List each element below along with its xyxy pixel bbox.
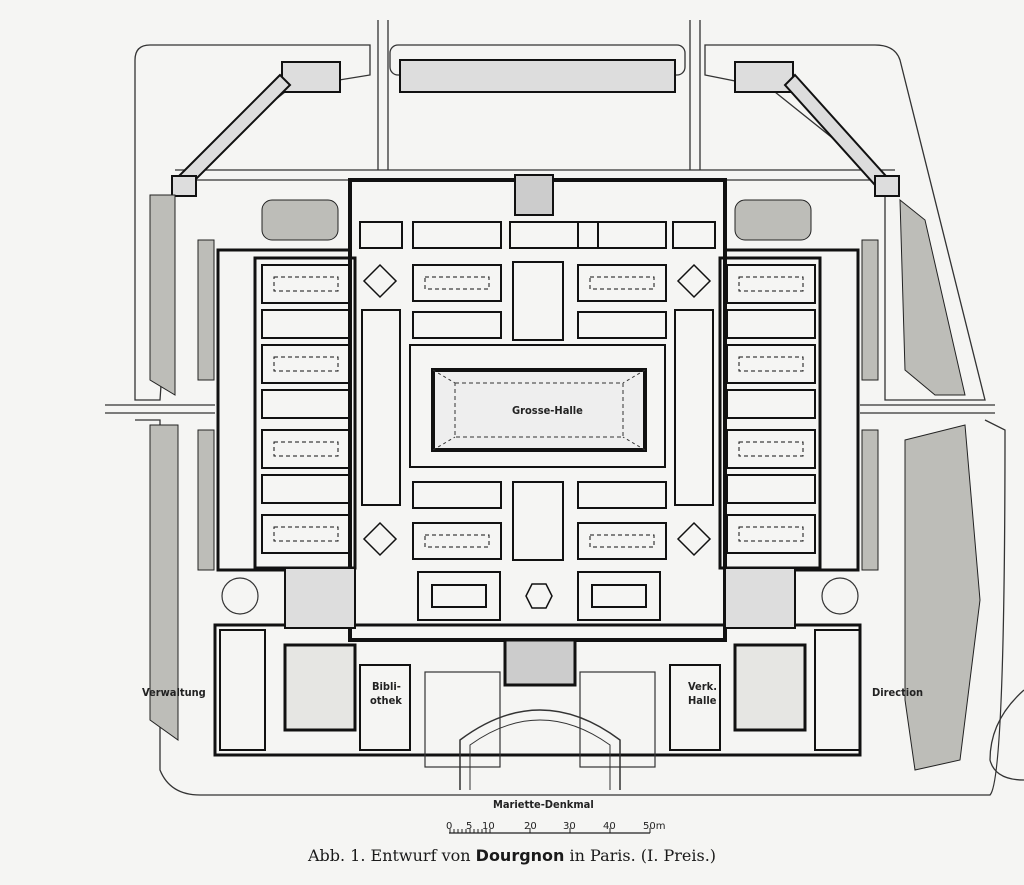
room bbox=[261, 389, 351, 419]
room bbox=[738, 441, 804, 457]
label-mariette-denkmal: Mariette-Denkmal bbox=[493, 798, 594, 811]
room bbox=[738, 526, 804, 542]
label-direction: Direction bbox=[872, 686, 923, 699]
room bbox=[273, 276, 339, 292]
room bbox=[726, 429, 816, 469]
scale-tick: 0 bbox=[446, 821, 452, 832]
room bbox=[273, 441, 339, 457]
room bbox=[738, 276, 804, 292]
room bbox=[509, 221, 599, 249]
room bbox=[412, 311, 502, 339]
room bbox=[726, 264, 816, 304]
caption-prefix: Abb. 1. Entwurf von bbox=[307, 846, 476, 865]
room bbox=[424, 276, 490, 290]
scale-tick: 5 bbox=[466, 821, 472, 832]
room bbox=[412, 522, 502, 560]
room bbox=[591, 584, 647, 608]
room bbox=[672, 221, 716, 249]
label-bibliothek-2: othek bbox=[370, 694, 402, 707]
room bbox=[577, 481, 667, 509]
north-pavilions bbox=[171, 59, 900, 197]
room bbox=[589, 276, 655, 290]
figure-caption: Abb. 1. Entwurf von Dourgnon in Paris. (… bbox=[0, 846, 1024, 865]
room bbox=[726, 389, 816, 419]
room bbox=[359, 221, 403, 249]
room bbox=[273, 356, 339, 372]
scale-bar: 0 5 10 20 30 40 50m bbox=[446, 821, 665, 834]
room bbox=[738, 356, 804, 372]
main-building bbox=[213, 174, 862, 790]
room bbox=[512, 261, 564, 341]
room bbox=[577, 221, 667, 249]
label-bibliothek-1: Bibli- bbox=[372, 680, 401, 693]
room bbox=[261, 264, 351, 304]
room bbox=[589, 534, 655, 548]
scale-tick: 50m bbox=[643, 821, 665, 832]
room bbox=[674, 309, 714, 506]
room bbox=[577, 264, 667, 302]
scale-tick: 40 bbox=[603, 821, 616, 832]
room bbox=[273, 526, 339, 542]
room bbox=[726, 309, 816, 339]
room bbox=[412, 264, 502, 302]
room bbox=[261, 309, 351, 339]
label-grosse-halle: Grosse-Halle bbox=[512, 404, 583, 417]
label-verwaltung: Verwaltung bbox=[142, 686, 206, 699]
scale-tick: 20 bbox=[524, 821, 537, 832]
room bbox=[577, 571, 661, 621]
room bbox=[261, 429, 351, 469]
room bbox=[577, 522, 667, 560]
room bbox=[361, 309, 401, 506]
room bbox=[412, 221, 502, 249]
room bbox=[417, 571, 501, 621]
room bbox=[726, 514, 816, 554]
label-verk-halle-1: Verk. bbox=[688, 680, 717, 693]
room bbox=[431, 584, 487, 608]
room bbox=[512, 481, 564, 561]
room bbox=[261, 344, 351, 384]
garden-beds bbox=[149, 194, 981, 771]
caption-architect: Dourgnon bbox=[475, 846, 565, 865]
room bbox=[424, 534, 490, 548]
label-verk-halle-2: Halle bbox=[688, 694, 717, 707]
room bbox=[412, 481, 502, 509]
caption-suffix: in Paris. (I. Preis.) bbox=[564, 846, 717, 865]
scale-tick: 10 bbox=[482, 821, 495, 832]
room bbox=[261, 474, 351, 504]
room bbox=[726, 474, 816, 504]
scale-tick: 30 bbox=[563, 821, 576, 832]
room bbox=[726, 344, 816, 384]
room bbox=[577, 311, 667, 339]
room bbox=[261, 514, 351, 554]
